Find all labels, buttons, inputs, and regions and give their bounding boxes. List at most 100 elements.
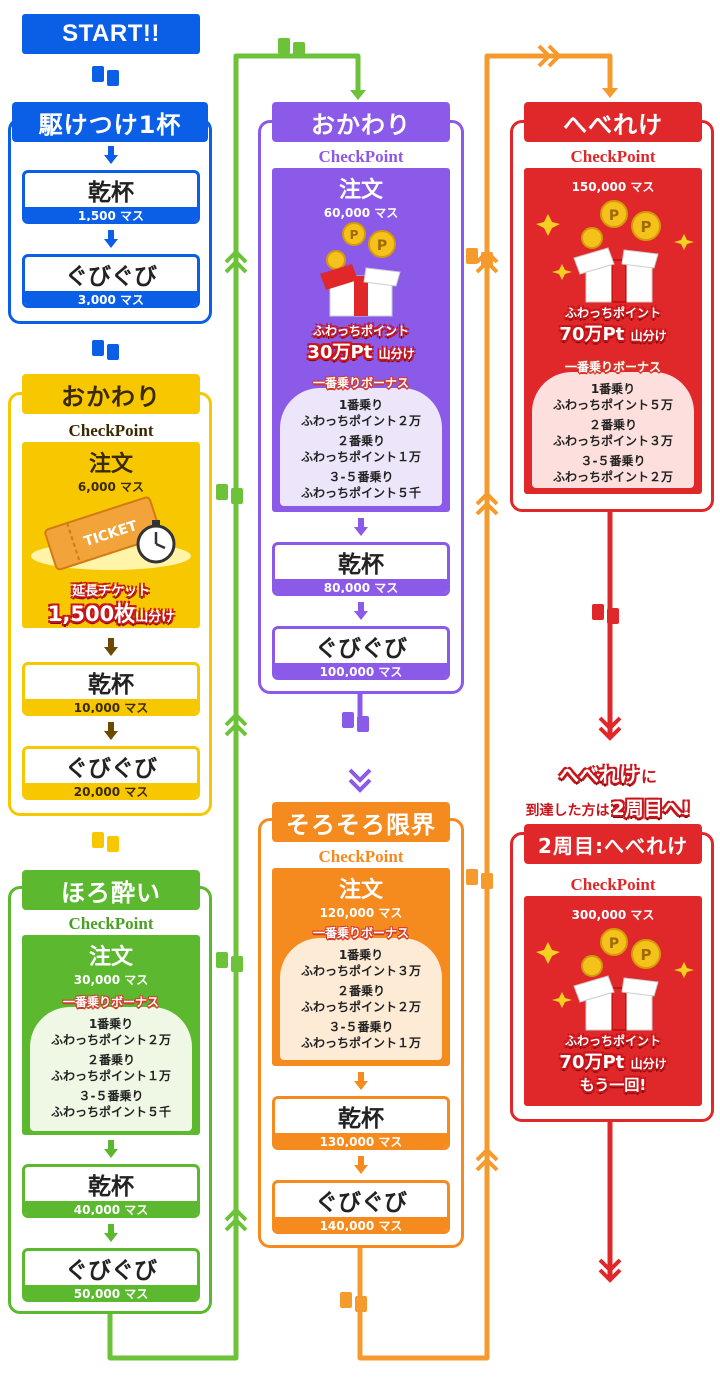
milestone-title: ぐびぐび	[315, 636, 407, 662]
stage2-order-panel: 注文 6,000 マス TICKET 延長チケット 1,500枚山分け	[22, 442, 200, 628]
svg-text:P: P	[609, 936, 619, 952]
bonus-line: ふわっちポイント３万	[300, 964, 421, 978]
stage2-reward-amount: 1,500枚山分け	[22, 598, 200, 628]
stage3-bonus: 一番乗りボーナス 1番乗り ふわっちポイント２万 ２番乗り ふわっちポイント１万…	[30, 993, 192, 1131]
stage7-order-panel: 300,000 マス P P ふわっちポイント 70万Pt 山分け もう一回!	[524, 896, 702, 1106]
milestone-title: ぐびぐび	[65, 264, 157, 290]
stage1-header: 駆けつけ1杯	[12, 102, 208, 142]
stage5-checkpoint: CheckPoint	[318, 847, 404, 866]
stage1-gubigubi: ぐびぐび 3,000 マス	[22, 254, 200, 308]
milestone-value: 50,000 マス	[25, 1285, 197, 1299]
arrow-down-icon	[104, 1140, 118, 1158]
milestone-title: 乾杯	[338, 551, 384, 578]
milestone-value: 140,000 マス	[275, 1217, 447, 1231]
bonus-line: ３-５番乗り	[580, 454, 646, 468]
stage4-header: おかわり	[272, 102, 450, 142]
arrow-down-icon	[354, 518, 368, 536]
milestone-value: 20,000 マス	[25, 783, 197, 797]
milestone-value: 80,000 マス	[275, 579, 447, 593]
stage5-bonus: 一番乗りボーナス 1番乗り ふわっちポイント３万 ２番乗り ふわっちポイント２万…	[280, 924, 442, 1060]
order-value: 6,000 マス	[77, 480, 145, 494]
bonus-line: ふわっちポイント１万	[300, 450, 421, 464]
reward-suffix: 山分け	[630, 329, 667, 343]
stage3-kanpai: 乾杯 40,000 マス	[22, 1164, 200, 1218]
order-title: 注文	[88, 944, 133, 970]
bonus-label: 一番乗りボーナス	[62, 995, 159, 1009]
bonus-line: ふわっちポイント２万	[552, 470, 673, 484]
reward-suffix: 山分け	[135, 610, 175, 625]
stage2-kanpai: 乾杯 10,000 マス	[22, 662, 200, 716]
stage6-order-panel: 150,000 マス P P ふわっちポイント 70万Pt 山分け 一番乗りボー…	[524, 168, 702, 494]
stage3-checkpoint: CheckPoint	[68, 914, 154, 933]
arrow-down-icon	[354, 602, 368, 620]
reward-amount: 70万Pt	[559, 324, 625, 345]
svg-text:P: P	[609, 208, 619, 224]
bonus-line: ふわっちポイント１万	[300, 1036, 421, 1050]
ticket-icon: TICKET	[31, 496, 191, 571]
bonus-line: ふわっちポイント５千	[50, 1105, 171, 1119]
gift-box-icon: P P	[536, 928, 694, 1031]
bonus-line: 1番乗り	[338, 398, 384, 412]
stage2-checkpoint: CheckPoint	[68, 421, 154, 440]
milestone-title: ぐびぐび	[315, 1190, 407, 1216]
reward-suffix: 山分け	[630, 1057, 667, 1071]
stage6-reward-amount: 70万Pt 山分け	[524, 320, 702, 346]
bonus-line: ふわっちポイント１万	[50, 1069, 171, 1083]
bonus-label: 一番乗りボーナス	[564, 360, 661, 374]
reward-amount: 1,500枚	[47, 602, 136, 626]
stage7-reward-label: ふわっちポイント	[564, 1034, 661, 1048]
bonus-label: 一番乗りボーナス	[312, 926, 409, 940]
note-second-round: 2周目へ!	[611, 798, 691, 820]
milestone-title: ぐびぐび	[65, 1258, 157, 1284]
stage6-checkpoint: CheckPoint	[570, 147, 656, 166]
stage7-checkpoint: CheckPoint	[570, 875, 656, 894]
bonus-line: ２番乗り	[336, 984, 385, 998]
order-value: 60,000 マス	[323, 206, 399, 220]
milestone-title: ぐびぐび	[65, 756, 157, 782]
stage4-checkpoint: CheckPoint	[318, 147, 404, 166]
stage4-reward-label: ふわっちポイント	[312, 324, 409, 338]
milestone-title: 乾杯	[338, 1105, 384, 1132]
order-title: 注文	[88, 451, 133, 477]
milestone-title: 乾杯	[88, 1173, 134, 1200]
milestone-value: 3,000 マス	[25, 291, 197, 305]
stage7-reward-extra: もう一回!	[579, 1076, 647, 1094]
bonus-line: 1番乗り	[590, 382, 636, 396]
stage7-reward-amount: 70万Pt 山分け	[524, 1048, 702, 1074]
stage4-reward-amount: 30万Pt 山分け	[272, 338, 450, 364]
milestone-value: 130,000 マス	[275, 1133, 447, 1147]
svg-text:P: P	[641, 946, 652, 964]
order-title: 注文	[338, 177, 383, 203]
note-reached: 到達した方は	[525, 803, 610, 819]
stage1-kanpai: 乾杯 1,500 マス	[22, 170, 200, 224]
arrow-down-icon	[104, 722, 118, 740]
stage4-order-panel: 注文 60,000 マス P P ふわっちポイント 30万Pt 山分け 一番乗り…	[272, 168, 450, 512]
stage3-header: ほろ酔い	[22, 870, 200, 910]
stage4-kanpai: 乾杯 80,000 マス	[272, 542, 450, 596]
arrow-down-icon	[354, 1156, 368, 1174]
svg-text:P: P	[350, 228, 359, 242]
milestone-title: 乾杯	[88, 671, 134, 698]
bonus-line: 1番乗り	[88, 1017, 134, 1031]
bonus-line: ふわっちポイント２万	[300, 1000, 421, 1014]
milestone-value: 40,000 マス	[25, 1201, 197, 1215]
svg-text:P: P	[641, 218, 652, 236]
milestone-value: 100,000 マス	[275, 663, 447, 677]
stage6-header: へべれけ	[524, 102, 702, 142]
order-value: 150,000 マス	[571, 180, 655, 194]
stage7-header: 2周目:へべれけ	[524, 824, 702, 864]
milestone-title: 乾杯	[88, 179, 134, 206]
stage5-order-panel: 注文 120,000 マス 一番乗りボーナス 1番乗り ふわっちポイント３万 ２…	[272, 868, 450, 1066]
reward-amount: 70万Pt	[559, 1052, 625, 1073]
stage5-header: そろそろ限界	[272, 802, 450, 842]
reward-suffix: 山分け	[378, 347, 415, 361]
bonus-line: ３-５番乗り	[78, 1089, 144, 1103]
order-title: 注文	[338, 877, 383, 903]
start-label: START!!	[22, 14, 200, 54]
milestone-value: 1,500 マス	[25, 207, 197, 221]
order-value: 300,000 マス	[571, 908, 655, 922]
bonus-line: ふわっちポイント５万	[552, 398, 673, 412]
svg-text:P: P	[377, 238, 387, 254]
bonus-line: ３-５番乗り	[328, 1020, 394, 1034]
